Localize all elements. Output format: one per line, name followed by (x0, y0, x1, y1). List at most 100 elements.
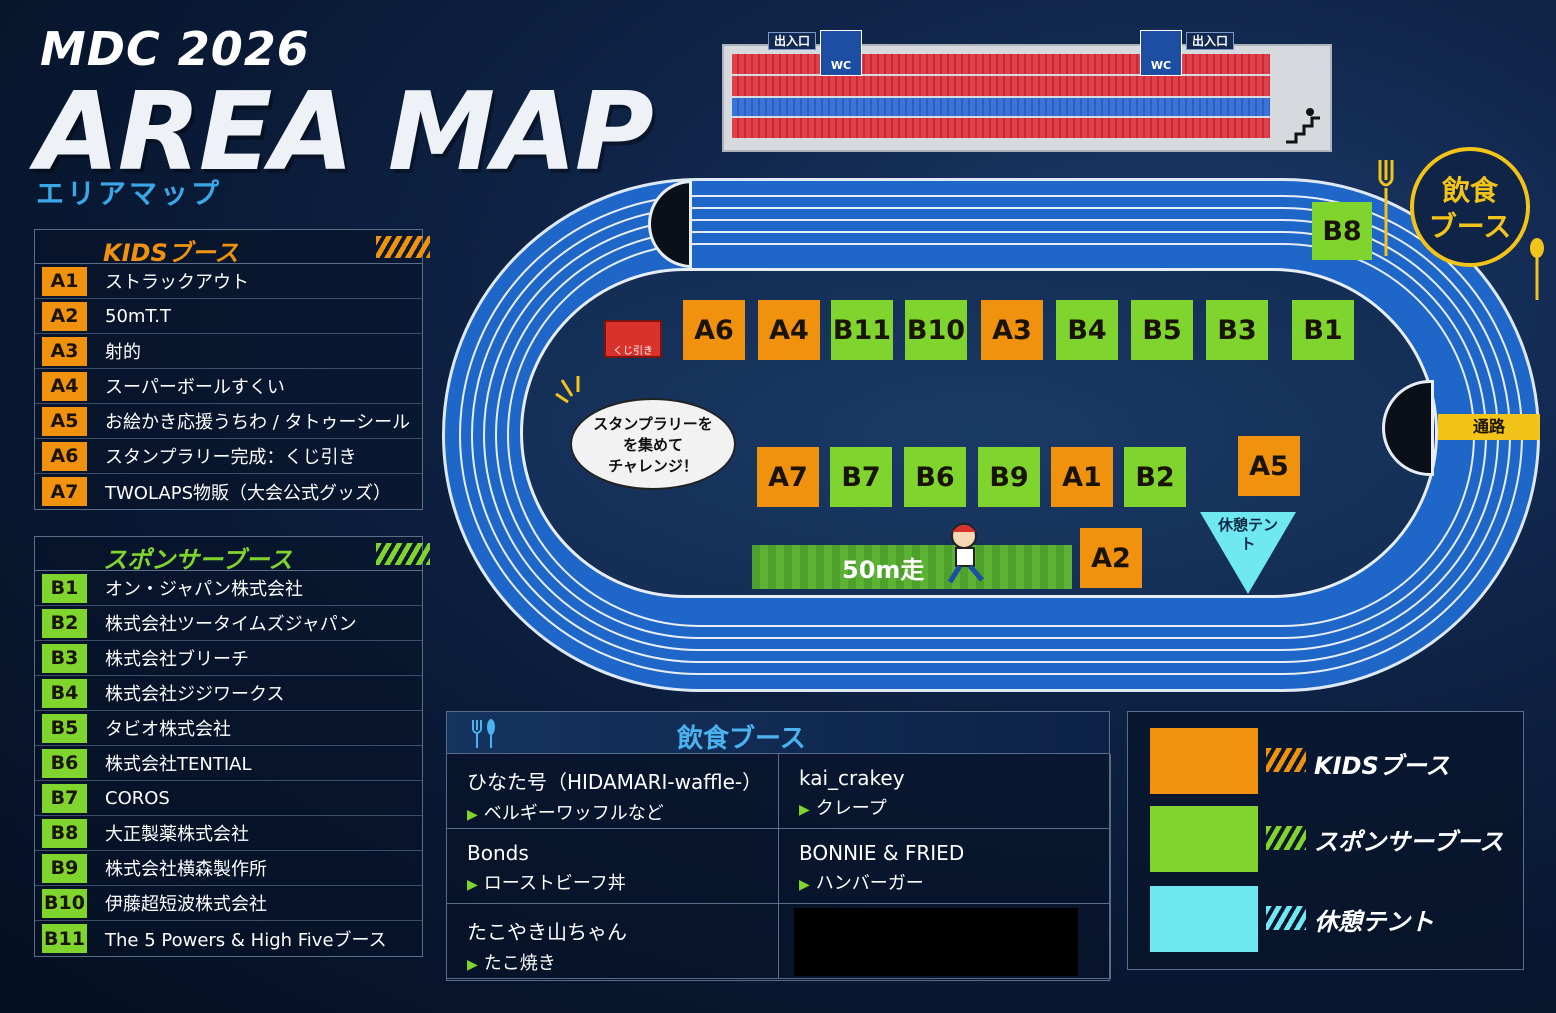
booth-code-badge: A7 (42, 477, 87, 506)
booth-name: タビオ株式会社 (105, 719, 231, 740)
fork-icon (1378, 160, 1394, 256)
booth-code-badge: B3 (42, 643, 87, 673)
food-booth-badge: 飲食 ブース (1410, 147, 1530, 267)
legend-label-rest: 休憩テント (1314, 908, 1434, 936)
booth-code-badge: B1 (42, 573, 87, 603)
kids-list-header: KIDSブース (35, 230, 430, 267)
booth-a7[interactable]: A7 (757, 447, 819, 507)
rest-tent-label: 休憩テント (1217, 516, 1278, 553)
booth-code-badge: B8 (42, 818, 87, 848)
booth-a2[interactable]: A2 (1080, 528, 1142, 588)
bubble-line-3: チャレンジ！ (608, 457, 698, 475)
booth-b8[interactable]: B8 (1312, 202, 1372, 260)
booth-b5[interactable]: B5 (1131, 300, 1193, 360)
booth-code-badge: A1 (42, 266, 87, 296)
booth-b11[interactable]: B11 (831, 300, 893, 360)
stripe-decoration (1266, 826, 1306, 850)
booth-a5[interactable]: A5 (1238, 436, 1300, 496)
sponsor-list-header: スポンサーブース (35, 537, 430, 574)
vendor-menu: ▶ハンバーガー (799, 869, 1110, 895)
booth-b2[interactable]: B2 (1124, 447, 1186, 507)
food-vendor: たこやき山ちゃん▶たこ焼き (447, 904, 779, 979)
booth-code-badge: B5 (42, 713, 87, 743)
list-item: B1 オン・ジャパン株式会社 (35, 571, 422, 606)
food-vendor-empty (779, 904, 1111, 979)
vendor-menu-text: ハンバーガー (815, 873, 924, 894)
legend-label-kids: KIDSブース (1314, 752, 1450, 780)
booth-code-badge: B11 (42, 924, 87, 953)
booth-name: お絵かき応援うちわ / タトゥーシール (105, 412, 411, 433)
bubble-line-2: を集めて (622, 436, 683, 454)
booth-a4[interactable]: A4 (758, 300, 820, 360)
booth-name: 50mT.T (105, 305, 172, 327)
booth-a1[interactable]: A1 (1051, 447, 1113, 507)
booth-code-badge: A3 (42, 336, 87, 366)
booth-code-badge: A2 (42, 301, 87, 331)
vendor-menu: ▶ローストビーフ丼 (467, 869, 778, 895)
booth-b6[interactable]: B6 (904, 447, 966, 507)
seats-blue (732, 98, 1270, 116)
vendor-menu-text: ベルギーワッフルなど (483, 803, 664, 824)
vendor-name: kai_crakey (799, 766, 905, 790)
list-item: B11 The 5 Powers & High Fiveブース (35, 921, 422, 956)
spark-icon (555, 376, 580, 404)
stairs-icon (1286, 108, 1320, 144)
vendor-menu: ▶たこ焼き (467, 949, 778, 975)
kids-list-title: KIDSブース (103, 239, 239, 267)
booth-code-badge: B2 (42, 608, 87, 638)
booth-b10[interactable]: B10 (905, 300, 967, 360)
booth-b1[interactable]: B1 (1292, 300, 1354, 360)
booth-name: The 5 Powers & High Fiveブース (105, 929, 387, 951)
booth-name: COROS (105, 787, 170, 809)
booth-a3[interactable]: A3 (981, 300, 1043, 360)
vendor-name: Bonds (467, 841, 529, 865)
triangle-icon: ▶ (799, 802, 810, 818)
sponsor-list-title: スポンサーブース (103, 546, 293, 574)
booth-b7[interactable]: B7 (830, 447, 892, 507)
stripe-decoration (1266, 906, 1306, 930)
booth-name: 株式会社横森製作所 (105, 859, 267, 880)
vendor-name: BONNIE & FRIED (799, 841, 965, 865)
list-item: B5 タビオ株式会社 (35, 711, 422, 746)
booth-b9[interactable]: B9 (978, 447, 1040, 507)
stamp-rally-bubble: スタンプラリーを を集めて チャレンジ！ (570, 398, 736, 490)
stripe-decoration (1266, 748, 1306, 772)
legend-swatch-kids (1150, 728, 1258, 794)
booth-a6[interactable]: A6 (683, 300, 745, 360)
triangle-icon: ▶ (467, 807, 478, 823)
redacted-cell (794, 908, 1078, 976)
seats-red-middle (732, 76, 1270, 96)
booth-name: スタンプラリー完成：くじ引き (105, 447, 357, 468)
entrance-left: 出入口 (768, 32, 817, 50)
legend-swatch-rest (1150, 886, 1258, 952)
list-item: A1 ストラックアウト (35, 264, 422, 299)
food-badge-line-2: ブース (1428, 210, 1512, 243)
booth-name: 株式会社ジジワークス (105, 684, 285, 705)
booth-code-badge: B7 (42, 783, 87, 813)
booth-code-badge: B10 (42, 888, 87, 918)
booth-code-badge: B4 (42, 678, 87, 708)
booth-code-badge: A4 (42, 371, 87, 401)
stripe-decoration (376, 236, 430, 258)
booth-b3[interactable]: B3 (1206, 300, 1268, 360)
food-table-title: 飲食ブース (677, 724, 806, 754)
spoon-icon (1530, 238, 1544, 300)
rest-tent-marker (1200, 512, 1296, 594)
booth-name: ストラックアウト (105, 272, 249, 293)
booth-name: オン・ジャパン株式会社 (105, 579, 303, 600)
booth-b4[interactable]: B4 (1056, 300, 1118, 360)
seats-red-lower (732, 118, 1270, 138)
vendor-name: ひなた号（HIDAMARI-waffle-） (467, 770, 763, 794)
food-table-header: 飲食ブース (447, 712, 1109, 754)
list-item: B4 株式会社ジジワークス (35, 676, 422, 711)
entrance-right: 出入口 (1186, 32, 1235, 50)
